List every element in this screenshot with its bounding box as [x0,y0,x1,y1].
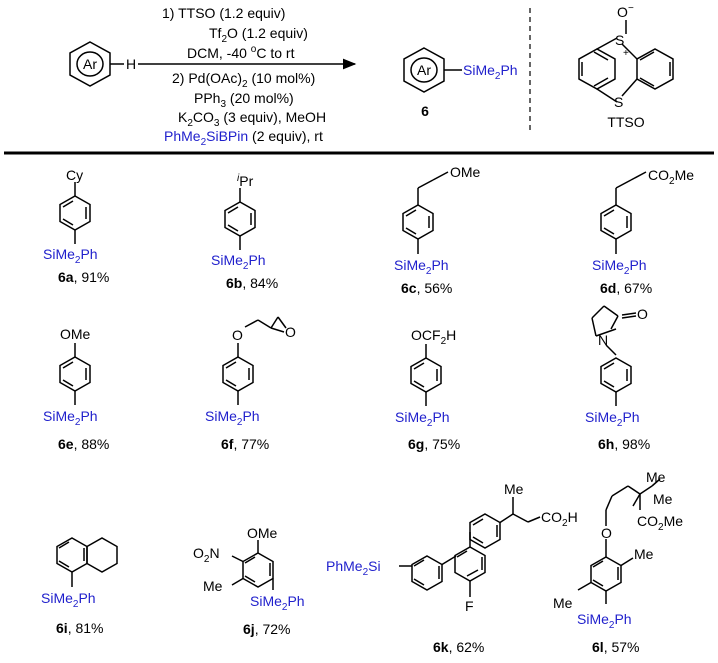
condition-step2-catalyst: 2) Pd(OAc)2 (10 mol%) [172,70,315,90]
structure-6a [59,182,91,244]
label-6a: 6a, 91% [58,269,109,285]
label-6d: 6d, 67% [600,280,652,296]
silyl-6k: PhMe2Si [326,558,381,578]
label-6c: 6c, 56% [401,280,452,296]
label-6i: 6i, 81% [56,620,104,636]
subst-6b: iPr [237,173,254,189]
structure-6c [402,171,449,254]
ttso-sulfur-bottom: S [614,94,623,110]
condition-base: K2CO3 (3 equiv), MeOH [178,109,326,129]
ttso-label: TTSO [607,114,644,130]
product-arene [403,47,462,93]
label-6g: 6g, 75% [408,436,460,452]
subst-6d: CO2Me [648,167,694,187]
structure-6i [56,537,118,587]
subst-6k-methyl: Me [504,481,524,497]
ttso-plus-charge: + [623,48,629,59]
label-6e: 6e, 88% [58,436,109,452]
silyl-6h: SiMe2Ph [585,409,640,429]
structure-6b [224,188,256,250]
product-silyl-label: SiMe2Ph [463,62,518,82]
structure-6f [222,316,287,405]
reaction-text: Ar H 1) TTSO (1.2 equiv) Tf2O (1.2 equiv… [83,3,645,148]
structure-6h [591,305,637,406]
subst-6h-carbonyl: O [637,306,648,322]
silyl-6a: SiMe2Ph [43,246,98,266]
structure-6k [399,497,541,597]
silyl-6f: SiMe2Ph [205,408,260,428]
reactant-ar-label: Ar [83,56,97,72]
subst-6h-nitrogen: N [598,332,608,348]
condition-ligand: PPh3 (20 mol%) [194,90,294,110]
subst-6j-methyl: Me [203,578,223,594]
label-6b: 6b, 84% [226,275,278,291]
subst-6l-ether: O [601,525,612,541]
label-6f: 6f, 77% [221,436,269,452]
label-6j: 6j, 72% [243,621,291,637]
subst-6k-fluoro: F [465,598,474,614]
product-number: 6 [421,103,429,119]
subst-6f-ether: O [232,327,243,343]
label-6h: 6h, 98% [598,436,650,452]
silyl-6i: SiMe2Ph [41,590,96,610]
ttso-oxygen: O [617,4,628,20]
subst-6l-ester: CO2Me [637,513,683,533]
structure-6l [577,478,661,604]
subst-6j-no2: O2N [193,545,220,565]
product-ar-label: Ar [417,62,431,78]
condition-silylboronate: PhMe2SiBPin (2 equiv), rt [164,128,323,148]
silyl-6l: SiMe2Ph [577,611,632,631]
subst-6j-ome: OMe [247,525,278,541]
subst-6l-methyl-a: Me [646,469,666,485]
silyl-6e: SiMe2Ph [43,408,98,428]
label-6l: 6l, 57% [592,639,640,655]
structure-6g [410,344,442,406]
silyl-6c: SiMe2Ph [394,257,449,277]
structure-6e [59,343,91,405]
subst-6k-acid: CO2H [541,509,578,529]
structure-6j [231,540,274,590]
structure-6d [600,171,647,254]
scope-text: Cy SiMe2Ph 6a, 91% iPr SiMe2Ph 6b, 84% O… [41,164,694,655]
subst-6a: Cy [66,167,83,183]
condition-step1: 1) TTSO (1.2 equiv) [162,5,285,21]
reaction-header [69,8,674,130]
condition-solvent-temp: DCM, -40 oC to rt [187,44,295,61]
subst-6l-methyl-ring-b: Me [553,595,573,611]
ttso-structure [578,20,674,103]
silyl-6d: SiMe2Ph [592,257,647,277]
scope-structures [56,171,661,604]
subst-6c: OMe [450,164,481,180]
silyl-6b: SiMe2Ph [211,252,266,272]
silyl-6g: SiMe2Ph [395,409,450,429]
subst-6e: OMe [60,326,91,342]
subst-6l-methyl-b: Me [653,491,673,507]
subst-6f-epoxide: O [285,324,296,340]
label-6k: 6k, 62% [433,639,484,655]
subst-6l-methyl-ring: Me [634,546,654,562]
reactant-arene [69,41,124,87]
ttso-sulfur-top: S [615,32,624,48]
condition-tf2o: Tf2O (1.2 equiv) [209,25,308,45]
subst-6g: OCF2H [411,327,456,347]
silyl-6j: SiMe2Ph [250,593,305,613]
reactant-h-label: H [126,56,136,72]
ttso-minus-charge: − [628,3,634,14]
